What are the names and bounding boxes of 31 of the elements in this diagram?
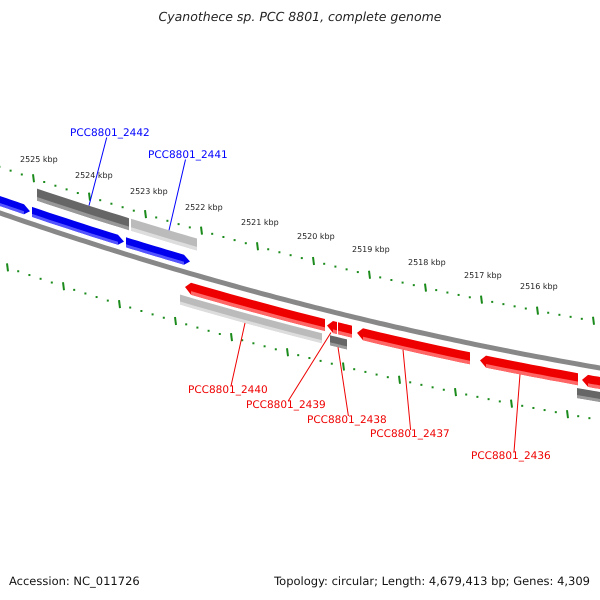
gene-feature <box>330 335 347 350</box>
leader-line <box>338 346 349 416</box>
gene-label: PCC8801_2442 <box>70 128 150 138</box>
gene-label: PCC8801_2441 <box>148 150 228 160</box>
leader-line <box>88 137 108 206</box>
scale-label: 2519 kbp <box>352 246 390 254</box>
scale-label: 2518 kbp <box>408 259 446 267</box>
gene-feature <box>327 321 337 334</box>
scale-label: 2516 kbp <box>520 283 558 291</box>
leader-line <box>402 349 412 430</box>
scale-label: 2521 kbp <box>241 219 279 227</box>
leader-line <box>230 322 246 386</box>
gene-label: PCC8801_2440 <box>188 385 268 396</box>
scale-label: 2522 kbp <box>185 204 223 212</box>
leader-line <box>514 374 520 452</box>
scale-label: 2523 kbp <box>130 188 168 196</box>
scale-label: 2525 kbp <box>20 156 58 164</box>
scale-label: 2517 kbp <box>464 272 502 280</box>
gene-feature <box>357 328 470 364</box>
gene-label: PCC8801_2439 <box>246 400 326 410</box>
title: Cyanothece sp. PCC 8801, complete genome <box>158 11 442 24</box>
footer-text: Topology: circular; Length: 4,679,413 bp; Genes: 4,309 <box>274 576 590 588</box>
gene-label: PCC8801_2437 <box>370 429 450 440</box>
leader-line <box>288 332 332 402</box>
gene-label: PCC8801_2438 <box>307 415 387 426</box>
scale-label: 2524 kbp <box>75 172 113 180</box>
gene-feature <box>480 356 578 386</box>
footer-text: Accession: NC_011726 <box>9 576 140 588</box>
scale-label: 2520 kbp <box>297 233 335 241</box>
leader-line <box>168 159 186 231</box>
gene-label: PCC8801_2436 <box>471 451 551 462</box>
